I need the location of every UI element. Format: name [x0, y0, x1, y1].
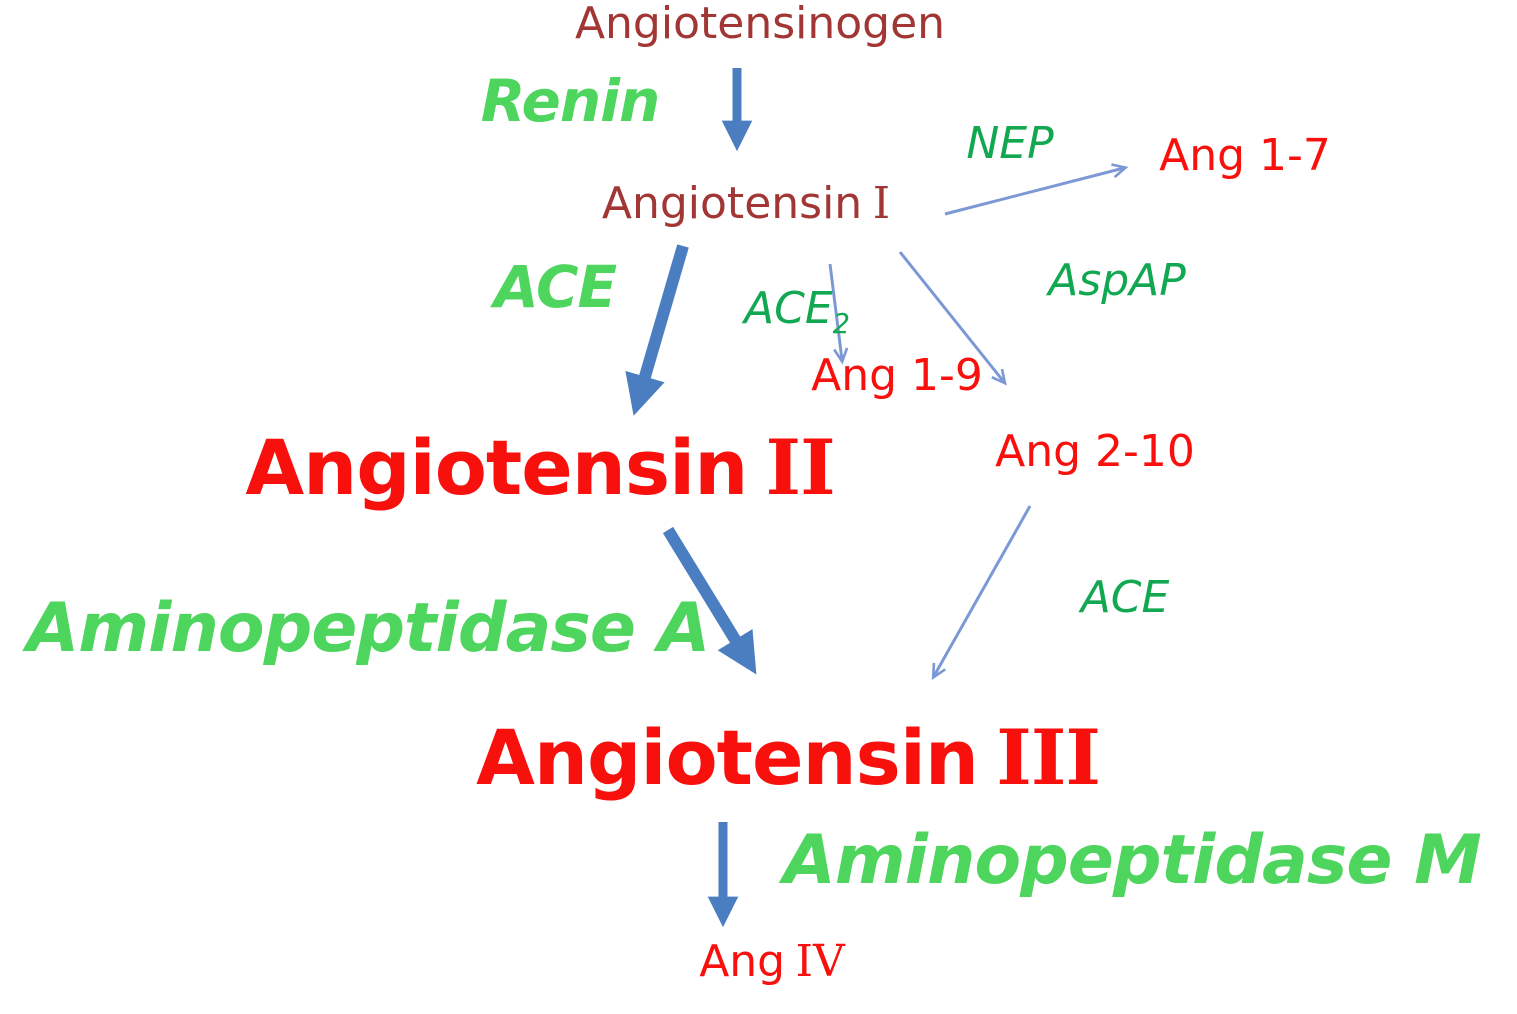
- enzyme-renin-label: Renin: [480, 67, 661, 135]
- enzyme-ace2-label: ACE: [744, 283, 833, 334]
- node-ang-1-9-label: Ang 1-9: [811, 350, 983, 401]
- node-angiotensin-i-numeral: I: [872, 178, 891, 229]
- enzyme-ace-main-label: ACE: [493, 253, 617, 321]
- node-angiotensin-ii-label: Angiotensin: [245, 423, 748, 512]
- node-angiotensin-i-label: Angiotensin: [601, 178, 863, 229]
- enzyme-ace2: ACE2: [744, 283, 850, 338]
- arrow-ace-ang-2-10-to-angiotensin-iii: [931, 505, 1032, 680]
- node-angiotensin-iii-numeral: III: [996, 713, 1101, 802]
- enzyme-ace-right-label: ACE: [1080, 572, 1170, 623]
- enzyme-aminopeptidase-m-label: Aminopeptidase M: [783, 821, 1482, 900]
- enzyme-nep-label: NEP: [966, 118, 1054, 169]
- enzyme-ace-main: ACE: [493, 253, 617, 321]
- node-ang-1-7-label: Ang 1-7: [1159, 130, 1331, 181]
- enzyme-aminopeptidase-m: Aminopeptidase M: [783, 821, 1482, 900]
- node-angiotensin-iii-label: Angiotensin: [476, 713, 979, 802]
- enzyme-aspap: AspAP: [1048, 255, 1186, 306]
- enzyme-aminopeptidase-a-label: Aminopeptidase A: [26, 589, 711, 668]
- enzyme-renin: Renin: [480, 67, 661, 135]
- node-ang-2-10: Ang 2-10: [995, 426, 1195, 477]
- arrow-aminopeptidase-a-angiotensin-ii-to-angiotensin-iii: [662, 526, 757, 675]
- arrow-nep-angiotensin-i-to-ang-1-7: [944, 163, 1129, 216]
- node-ang-iv-label: Ang: [699, 936, 786, 987]
- node-angiotensinogen: Angiotensinogen: [575, 0, 945, 48]
- enzyme-ace-right: ACE: [1080, 572, 1170, 623]
- node-ang-1-9: Ang 1-9: [811, 350, 983, 401]
- arrow-ace2-angiotensin-i-to-ang-1-9: [828, 263, 849, 365]
- arrow-aspap-angiotensin-i-to-ang-2-10: [898, 251, 1007, 386]
- enzyme-aminopeptidase-a: Aminopeptidase A: [26, 589, 711, 668]
- node-ang-2-10-label: Ang 2-10: [995, 426, 1195, 477]
- node-ang-iv-numeral: IV: [795, 936, 845, 987]
- arrow-ace-angiotensin-i-to-angiotensin-ii: [625, 244, 689, 416]
- enzyme-aspap-label: AspAP: [1048, 255, 1186, 306]
- enzyme-nep: NEP: [966, 118, 1054, 169]
- node-angiotensinogen-label: Angiotensinogen: [574, 0, 946, 49]
- node-angiotensin-ii-numeral: II: [765, 423, 836, 512]
- enzyme-ace2-subscript: 2: [832, 308, 850, 340]
- node-ang-1-7: Ang 1-7: [1159, 130, 1331, 181]
